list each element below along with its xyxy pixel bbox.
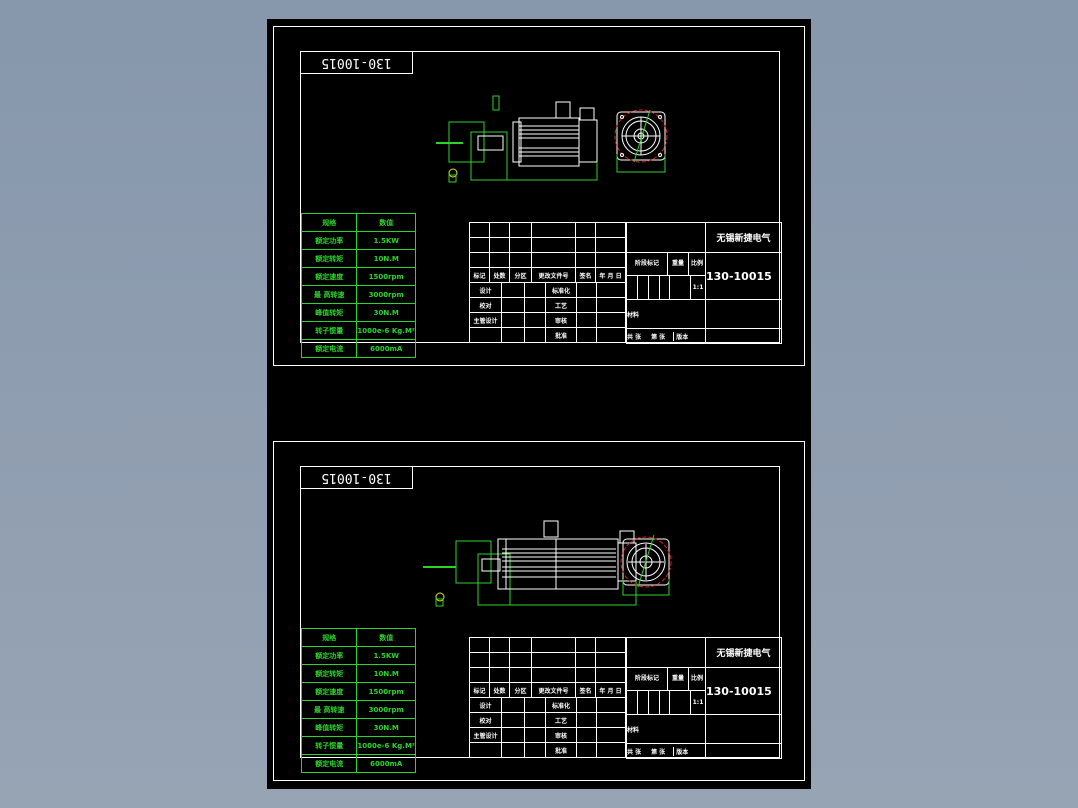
- motor-side-view: [436, 95, 598, 183]
- title-block-right: 无锡新捷电气 阶段标记 重量 比例 1:1 130-10015: [626, 222, 782, 344]
- drawing-frame-1: 130-10015: [300, 51, 782, 358]
- drawing-frame-2: 130-10015: [300, 466, 782, 773]
- company-name: 无锡新捷电气: [705, 222, 782, 253]
- drawing-sheet-2: 130-10015: [273, 441, 805, 781]
- scale-value: 1:1: [692, 699, 704, 706]
- rotated-drawing-code: 130-10015: [300, 466, 413, 489]
- revision-header-row: 标记 处数 分区 更改文件号 签名 年 月 日: [469, 682, 626, 698]
- spec-header-row: 规格数值: [300, 628, 416, 647]
- revision-header-row: 标记 处数 分区 更改文件号 签名 年 月 日: [469, 267, 626, 283]
- title-block-right: 无锡新捷电气 阶段标记 重量 比例 1:1 130-10015: [626, 637, 782, 759]
- drawing-number: 130-10015: [705, 667, 782, 715]
- signature-table: 设计标准化 校对工艺 主管设计审核 批准: [469, 697, 626, 758]
- scale-value: 1:1: [692, 284, 704, 291]
- drawing-sheet-1: 130-10015: [273, 26, 805, 366]
- spec-header-row: 规格数值: [300, 213, 416, 232]
- cad-drawing-canvas[interactable]: 130-10015: [267, 19, 811, 789]
- drawing-number: 130-10015: [705, 252, 782, 300]
- motor-front-view: [620, 534, 672, 596]
- revision-table: 标记 处数 分区 更改文件号 签名 年 月 日: [469, 222, 626, 283]
- revision-table: 标记 处数 分区 更改文件号 签名 年 月 日: [469, 637, 626, 698]
- rotated-drawing-code: 130-10015: [300, 51, 413, 74]
- motor-side-view: [423, 520, 637, 607]
- signature-table: 设计标准化 校对工艺 主管设计审核 批准: [469, 282, 626, 343]
- company-name: 无锡新捷电气: [705, 637, 782, 668]
- motor-front-view: [614, 109, 668, 173]
